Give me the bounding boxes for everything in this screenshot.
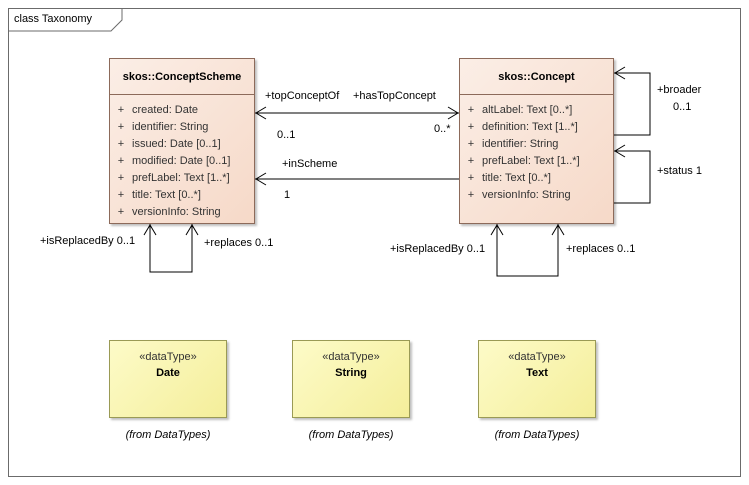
attribute-row: + versionInfo: String xyxy=(460,186,613,203)
visibility-marker: + xyxy=(117,205,125,218)
datatype-name: Text xyxy=(526,367,548,379)
assoc-c-replaced-line xyxy=(496,224,559,277)
class-concept[interactable]: skos::Concept +altLabel: Text [0..*] +de… xyxy=(459,58,614,224)
attribute-text: prefLabel: Text [1..*] xyxy=(132,171,230,184)
attribute-text: prefLabel: Text [1..*] xyxy=(482,154,580,167)
mult-top-concept-of: 0..1 xyxy=(277,129,296,141)
arrowhead-c-is-replaced-by xyxy=(551,224,565,236)
from-package-text: (from DataTypes) xyxy=(494,429,580,441)
from-package-date: (from DataTypes) xyxy=(125,429,211,441)
attribute-text: definition: Text [1..*] xyxy=(482,120,578,133)
attribute-list: + created: Date + identifier: String + issu… xyxy=(110,95,254,220)
datatype-name: Date xyxy=(156,367,180,379)
arrowhead-broader xyxy=(614,66,626,80)
visibility-marker: + xyxy=(117,171,125,184)
arrowhead-in-scheme xyxy=(255,172,267,186)
arrowhead-has-top-concept xyxy=(447,106,459,120)
datatype-text[interactable]: «dataType» Text xyxy=(478,340,596,418)
arrowhead-top-concept-of xyxy=(255,106,267,120)
attribute-text: modified: Date [0..1] xyxy=(132,154,231,167)
visibility-marker: + xyxy=(467,154,475,167)
attribute-row: + modified: Date [0..1] xyxy=(110,152,254,169)
attribute-row: + prefLabel: Text [1..*] xyxy=(460,152,613,169)
attribute-text: title: Text [0..*] xyxy=(132,188,201,201)
label-in-scheme: +inScheme xyxy=(282,158,338,170)
attribute-row: + definition: Text [1..*] xyxy=(460,118,613,135)
attribute-row: + prefLabel: Text [1..*] xyxy=(110,169,254,186)
visibility-marker: + xyxy=(117,103,125,116)
assoc-cs-replaced-line xyxy=(149,224,193,273)
label-has-top-concept: +hasTopConcept xyxy=(353,90,436,102)
attribute-row: + issued: Date [0..1] xyxy=(110,135,254,152)
class-concept-scheme[interactable]: skos::ConceptScheme +created: Date +iden… xyxy=(109,58,255,224)
label-c-replaces: +replaces 0..1 xyxy=(566,243,636,255)
mult-has-top-concept: 0..* xyxy=(434,123,451,135)
attribute-text: created: Date xyxy=(132,103,199,116)
attribute-text: issued: Date [0..1] xyxy=(132,137,221,150)
visibility-marker: + xyxy=(117,154,125,167)
attribute-row: + versionInfo: String xyxy=(110,203,254,220)
from-package-string: (from DataTypes) xyxy=(308,429,394,441)
assoc-broader-line xyxy=(614,72,651,136)
label-status: +status 1 xyxy=(657,165,702,177)
attribute-text: versionInfo: String xyxy=(132,205,221,218)
visibility-marker: + xyxy=(467,137,475,150)
stereotype-label: «dataType» xyxy=(508,351,566,363)
arrowhead-cs-is-replaced-by xyxy=(185,224,199,236)
mult-in-scheme: 1 xyxy=(284,189,291,201)
arrowhead-status xyxy=(614,144,626,158)
visibility-marker: + xyxy=(467,103,475,116)
visibility-marker: + xyxy=(117,120,125,133)
label-c-is-replaced-by: +isReplacedBy 0..1 xyxy=(390,243,486,255)
attribute-list: + altLabel: Text [0..*] + definition: Text… xyxy=(460,95,613,203)
label-cs-is-replaced-by: +isReplacedBy 0..1 xyxy=(40,235,136,247)
attribute-text: altLabel: Text [0..*] xyxy=(482,103,573,116)
assoc-status-line xyxy=(614,150,651,204)
datatype-date[interactable]: «dataType» Date xyxy=(109,340,227,418)
attribute-row: + altLabel: Text [0..*] xyxy=(460,101,613,118)
arrowhead-cs-replaces xyxy=(143,224,157,236)
attribute-text: versionInfo: String xyxy=(482,188,571,201)
label-top-concept-of: +topConceptOf xyxy=(265,90,340,102)
label-broader: +broader xyxy=(657,84,702,96)
frame-tab xyxy=(8,8,123,32)
class-name: skos::ConceptScheme xyxy=(110,59,254,95)
visibility-marker: + xyxy=(467,188,475,201)
attribute-row: + created: Date xyxy=(110,101,254,118)
mult-broader: 0..1 xyxy=(673,101,692,113)
visibility-marker: + xyxy=(117,188,125,201)
visibility-marker: + xyxy=(467,171,475,184)
attribute-row: + identifier: String xyxy=(110,118,254,135)
arrowhead-c-replaces xyxy=(490,224,504,236)
class-name: skos::Concept xyxy=(460,59,613,95)
stereotype-label: «dataType» xyxy=(139,351,197,363)
attribute-row: + title: Text [0..*] xyxy=(460,169,613,186)
visibility-marker: + xyxy=(467,120,475,133)
attribute-text: title: Text [0..*] xyxy=(482,171,551,184)
attribute-text: identifier: String xyxy=(482,137,559,150)
datatype-string[interactable]: «dataType» String xyxy=(292,340,410,418)
datatype-name: String xyxy=(335,367,367,379)
frame-title: class Taxonomy xyxy=(14,13,93,25)
attribute-row: + title: Text [0..*] xyxy=(110,186,254,203)
stereotype-label: «dataType» xyxy=(322,351,380,363)
attribute-row: + identifier: String xyxy=(460,135,613,152)
attribute-text: identifier: String xyxy=(132,120,209,133)
label-cs-replaces: +replaces 0..1 xyxy=(204,237,274,249)
visibility-marker: + xyxy=(117,137,125,150)
